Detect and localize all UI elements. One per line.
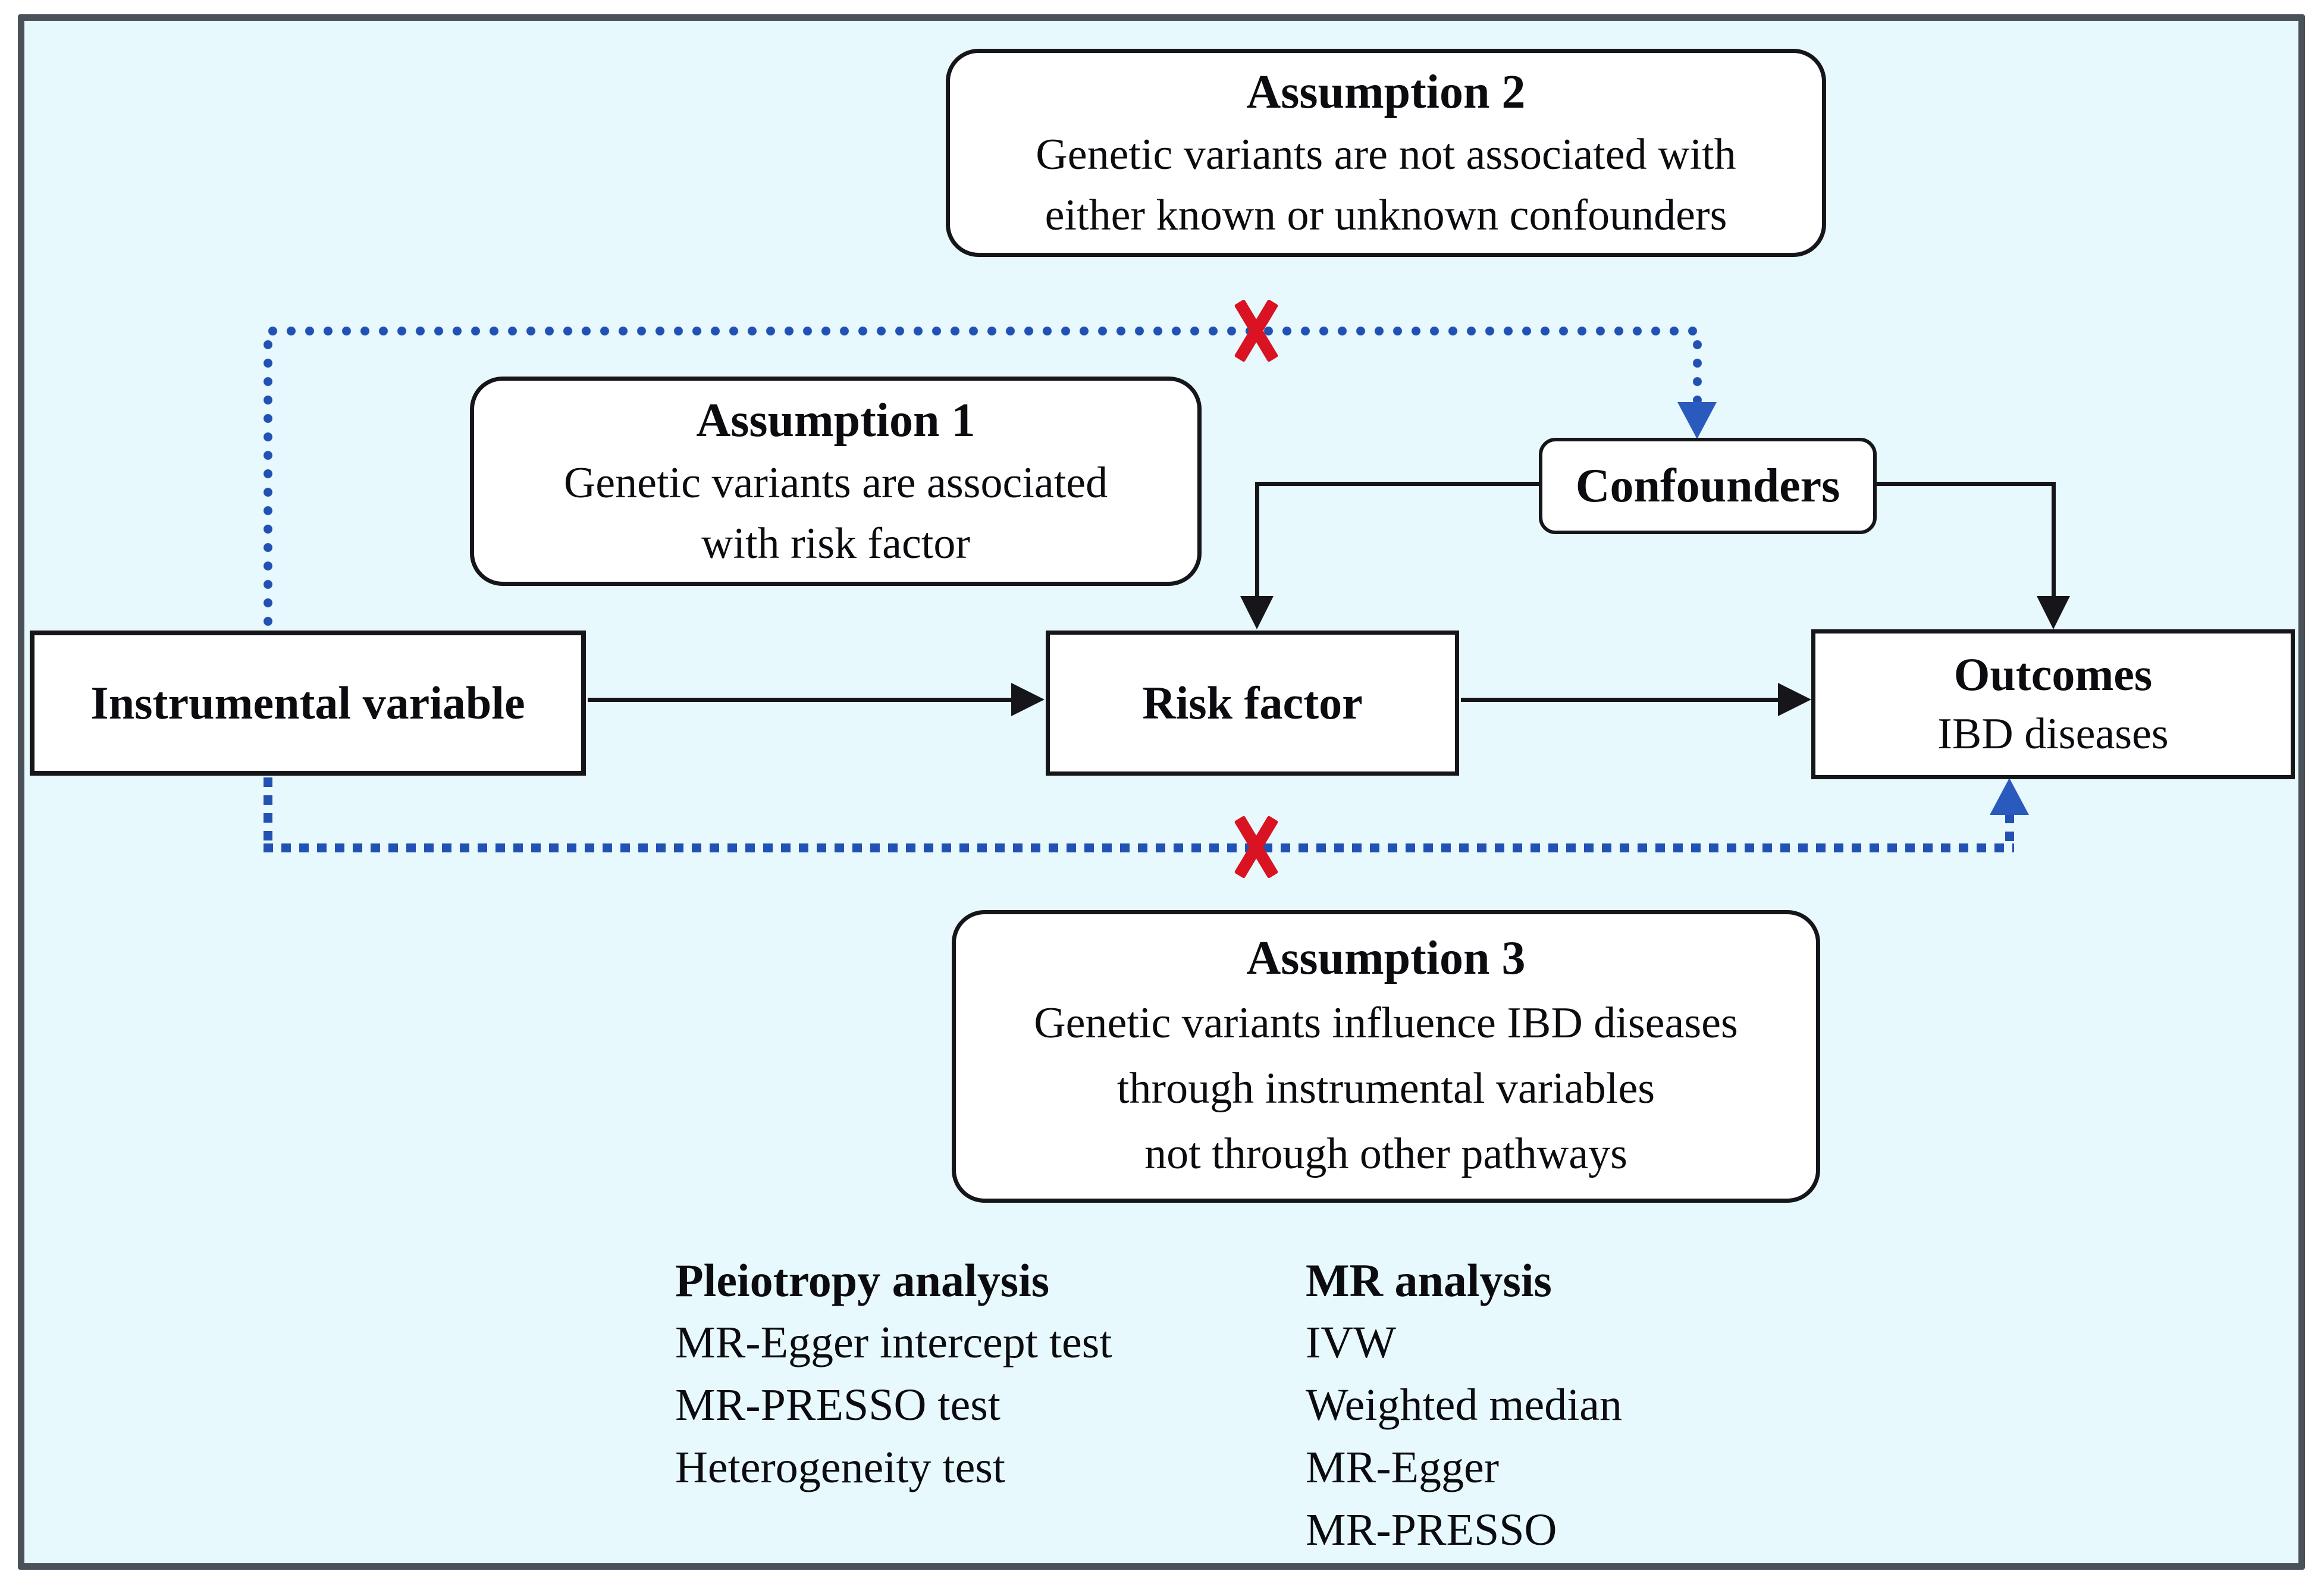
instrumental-variable-node: Instrumental variable (30, 631, 586, 776)
dashed-line-bottom-horizontal (264, 843, 2014, 852)
dotted-line-to-confounders (1693, 335, 1702, 407)
arrowhead-right-icon (1778, 683, 1811, 716)
assumption2-title: Assumption 2 (1246, 66, 1526, 118)
assumption2-line2: either known or unknown confounders (1045, 191, 1727, 240)
confounders-to-risk-horizontal (1257, 482, 1542, 486)
list-item: MR-Egger intercept test (675, 1318, 1112, 1368)
assumption2-line1: Genetic variants are not associated with (1036, 130, 1736, 179)
assumption3-title: Assumption 3 (1246, 932, 1526, 984)
confounders-label: Confounders (1575, 460, 1840, 512)
arrowhead-down-icon (2037, 596, 2070, 629)
assumption3-box: Assumption 3 Genetic variants influence … (952, 910, 1820, 1203)
dotted-line-left-vertical (264, 335, 272, 631)
pleiotropy-list-title: Pleiotropy analysis (675, 1254, 1050, 1306)
risk-factor-label: Risk factor (1142, 677, 1363, 729)
assumption1-title: Assumption 1 (696, 394, 976, 447)
dashed-line-below-iv (264, 777, 272, 848)
blue-arrow-down-icon (1677, 402, 1717, 439)
confounders-node: Confounders (1539, 438, 1877, 534)
pleiotropy-analysis-list: Pleiotropy analysis MR-Egger intercept t… (675, 1249, 1306, 1499)
blocked-cross-top-icon (1221, 297, 1292, 364)
arrowhead-right-icon (1011, 683, 1045, 716)
mr-analysis-list: MR analysis IVW Weighted median MR-Egger… (1306, 1249, 1841, 1561)
confounders-to-outcomes-horizontal (1875, 482, 2056, 486)
list-item: MR-PRESSO test (675, 1380, 1001, 1430)
outcomes-subtitle: IBD diseases (1937, 710, 2169, 758)
arrow-risk-to-outcomes-line (1461, 698, 1779, 702)
blue-arrow-up-icon (1990, 778, 2029, 815)
dotted-line-top-horizontal (264, 327, 1701, 335)
risk-factor-node: Risk factor (1046, 631, 1459, 776)
list-item: IVW (1306, 1318, 1396, 1368)
assumption3-line1: Genetic variants influence IBD diseases (1034, 999, 1738, 1047)
assumption3-line2: through instrumental variables (1116, 1064, 1655, 1113)
diagram-frame (18, 14, 2305, 1570)
assumption2-box: Assumption 2 Genetic variants are not as… (946, 49, 1826, 257)
confounders-to-outcomes-vertical (2052, 482, 2056, 596)
list-item: MR-Egger (1306, 1442, 1500, 1492)
instrumental-variable-label: Instrumental variable (90, 677, 525, 729)
list-item: MR-PRESSO (1306, 1505, 1557, 1555)
mr-list-title: MR analysis (1306, 1254, 1552, 1306)
dashed-line-to-outcomes (2005, 814, 2014, 848)
assumption1-box: Assumption 1 Genetic variants are associ… (470, 377, 1202, 586)
outcomes-node: Outcomes IBD diseases (1811, 629, 2295, 779)
assumption1-line1: Genetic variants are associated (563, 459, 1108, 507)
arrow-iv-to-risk-line (588, 698, 1013, 702)
arrowhead-down-icon (1240, 596, 1274, 629)
assumption1-line2: with risk factor (701, 519, 971, 568)
list-item: Heterogeneity test (675, 1442, 1006, 1492)
outcomes-title: Outcomes (1953, 648, 2153, 700)
assumption3-line3: not through other pathways (1144, 1130, 1627, 1178)
confounders-to-risk-vertical (1255, 482, 1259, 596)
list-item: Weighted median (1306, 1380, 1623, 1430)
blocked-cross-bottom-icon (1221, 814, 1292, 880)
